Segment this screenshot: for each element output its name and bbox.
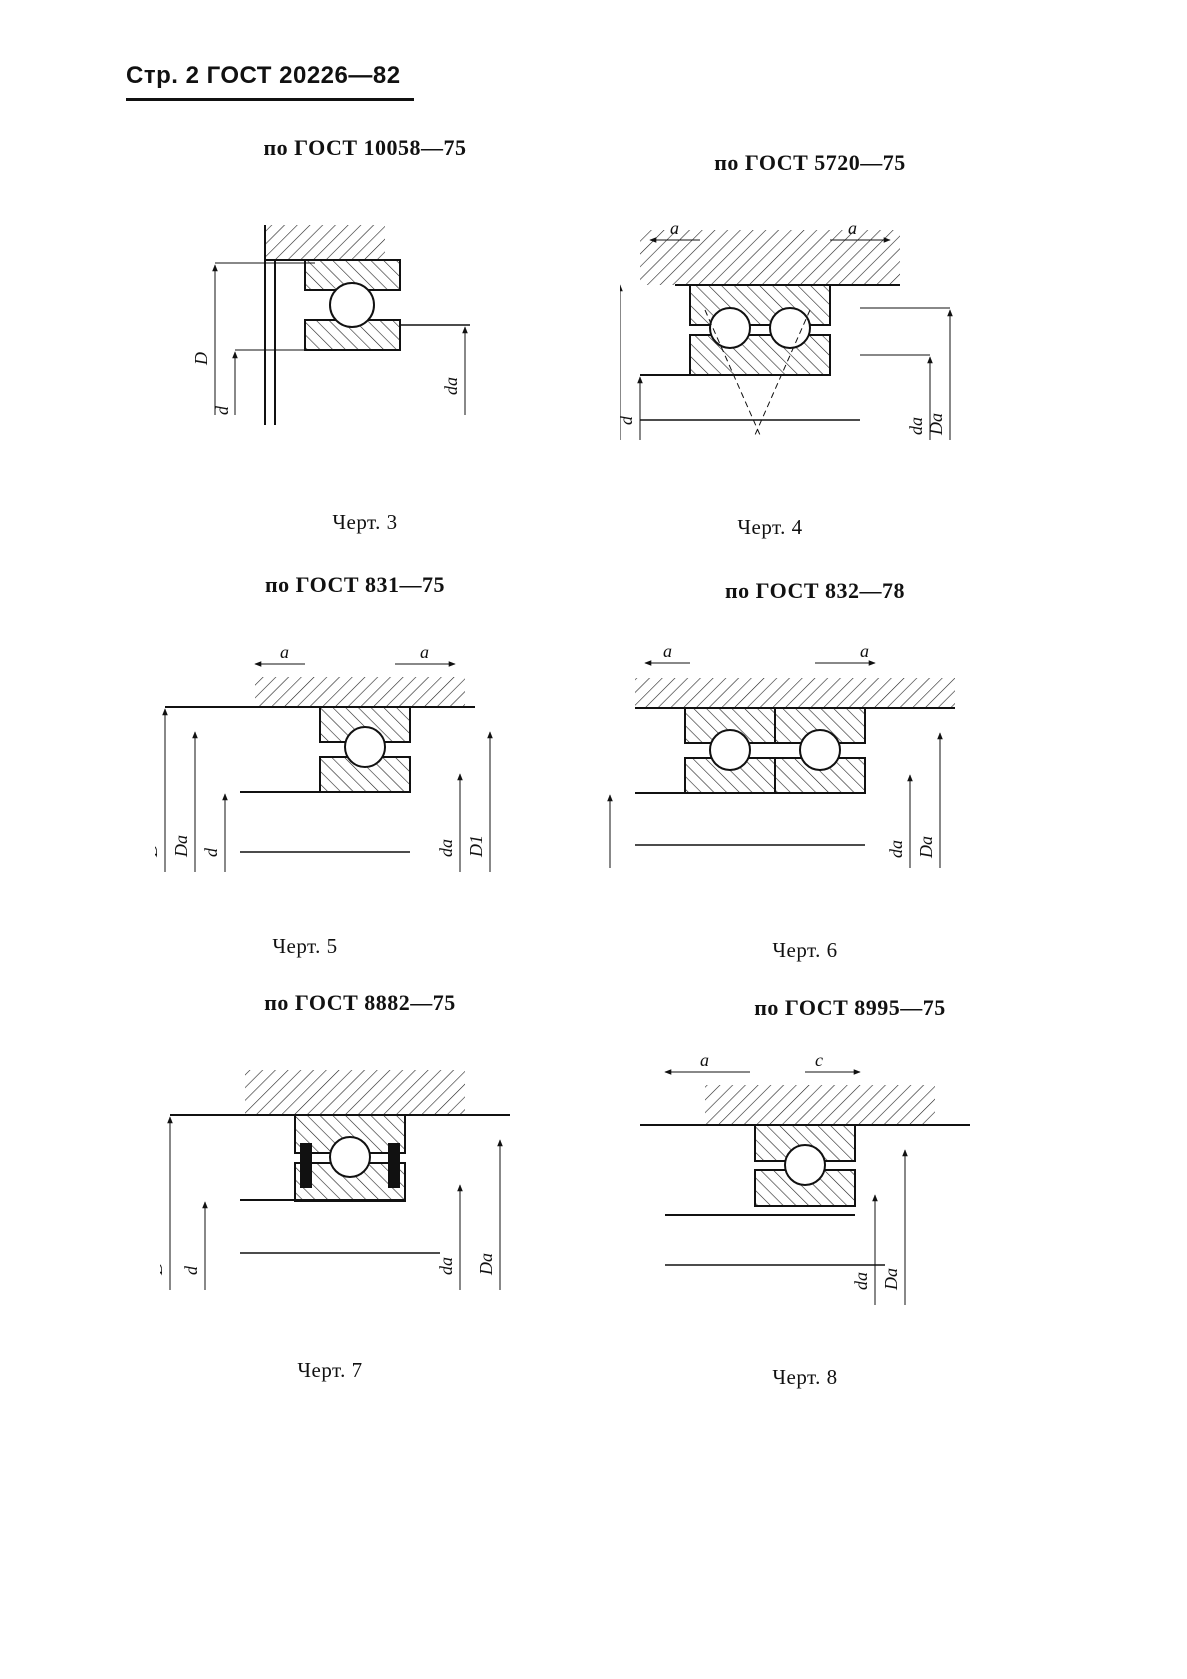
label-d: d xyxy=(605,848,606,858)
label-da: da xyxy=(436,839,456,857)
inner-ring xyxy=(689,334,831,376)
figure-8: по ГОСТ 8995—75 a c D d da Da Черт. 8 xyxy=(640,995,1060,1405)
shield-right xyxy=(388,1143,400,1188)
ball xyxy=(329,1136,371,1178)
label-d: d xyxy=(181,1265,201,1275)
housing xyxy=(245,1070,465,1115)
figure-3: по ГОСТ 10058—75 D d da Черт. 3 xyxy=(195,135,535,555)
page-header-text: Стр. 2 ГОСТ 20226—82 xyxy=(126,62,401,89)
figure-7: по ГОСТ 8882—75 D d da Da Черт. 7 xyxy=(160,990,560,1390)
label-d: d xyxy=(620,415,636,425)
label-a1: a xyxy=(670,218,679,238)
figure-3-drawing: D d da xyxy=(195,225,470,425)
page-header: Стр. 2 ГОСТ 20226—82 xyxy=(126,62,414,101)
label-D: D xyxy=(195,352,211,366)
figure-6-drawing: a a D d da Da xyxy=(605,641,955,868)
label-a2: a xyxy=(848,218,857,238)
label-D1: D1 xyxy=(466,835,486,858)
figure-8-drawing: a c D d da Da xyxy=(640,1050,970,1305)
ball xyxy=(329,282,375,328)
roller-left xyxy=(709,307,751,349)
roller-right xyxy=(769,307,811,349)
housing xyxy=(640,230,900,285)
housing xyxy=(265,225,385,260)
label-a2: a xyxy=(420,642,429,662)
label-da: da xyxy=(436,1257,456,1275)
figure-6-caption: Черт. 6 xyxy=(772,938,838,962)
label-a2: a xyxy=(860,641,869,661)
figure-4: по ГОСТ 5720—75 a a D d da Da Черт. 4 xyxy=(620,150,1000,550)
figure-4-drawing: a a D d da Da xyxy=(620,218,953,440)
shield-left xyxy=(300,1143,312,1188)
figure-4-caption: Черт. 4 xyxy=(737,515,803,539)
label-da: da xyxy=(906,417,926,435)
label-D: D xyxy=(155,844,161,858)
label-Da: Da xyxy=(916,836,936,859)
label-D: D xyxy=(160,1262,166,1276)
figure-6-title: по ГОСТ 832—78 xyxy=(724,578,906,603)
contact-line-right xyxy=(754,309,811,436)
housing xyxy=(705,1085,935,1125)
label-a: a xyxy=(700,1050,709,1070)
label-da: da xyxy=(886,840,906,858)
housing xyxy=(255,677,465,707)
label-da: da xyxy=(441,377,461,395)
label-d: d xyxy=(201,847,221,857)
ball-right xyxy=(799,729,841,771)
figure-7-caption: Черт. 7 xyxy=(297,1358,363,1382)
figure-8-caption: Черт. 8 xyxy=(772,1365,838,1389)
label-Da: Da xyxy=(881,1268,901,1291)
label-a1: a xyxy=(280,642,289,662)
figure-4-title: по ГОСТ 5720—75 xyxy=(714,150,906,175)
label-d: d xyxy=(212,405,232,415)
contact-line-left xyxy=(704,309,761,436)
label-a1: a xyxy=(663,641,672,661)
figure-5-drawing: a a D Da d da D1 xyxy=(155,642,493,872)
header-rule xyxy=(126,98,414,101)
outer-ring xyxy=(689,284,831,326)
figure-7-title: по ГОСТ 8882—75 xyxy=(264,990,456,1015)
figure-5-title: по ГОСТ 831—75 xyxy=(264,572,446,597)
figure-3-caption: Черт. 3 xyxy=(332,510,398,534)
ball-left xyxy=(709,729,751,771)
label-Da: Da xyxy=(926,413,946,436)
housing xyxy=(635,678,955,708)
figure-5-caption: Черт. 5 xyxy=(272,934,338,958)
ball xyxy=(344,726,386,768)
label-Da: Da xyxy=(171,835,191,858)
figure-3-title: по ГОСТ 10058—75 xyxy=(263,135,467,160)
ball xyxy=(784,1144,826,1186)
figure-6: по ГОСТ 832—78 a a D d da Da Черт. 6 xyxy=(605,578,1025,978)
outer-ring xyxy=(319,706,411,743)
label-Da: Da xyxy=(476,1253,496,1276)
label-c: c xyxy=(815,1050,823,1070)
figure-8-title: по ГОСТ 8995—75 xyxy=(754,995,946,1020)
outer-ring xyxy=(294,1114,406,1154)
figure-5: по ГОСТ 831—75 a a D Da d da D1 Черт. 5 xyxy=(155,572,555,972)
figure-7-drawing: D d da Da xyxy=(160,1070,510,1290)
label-da: da xyxy=(851,1272,871,1290)
